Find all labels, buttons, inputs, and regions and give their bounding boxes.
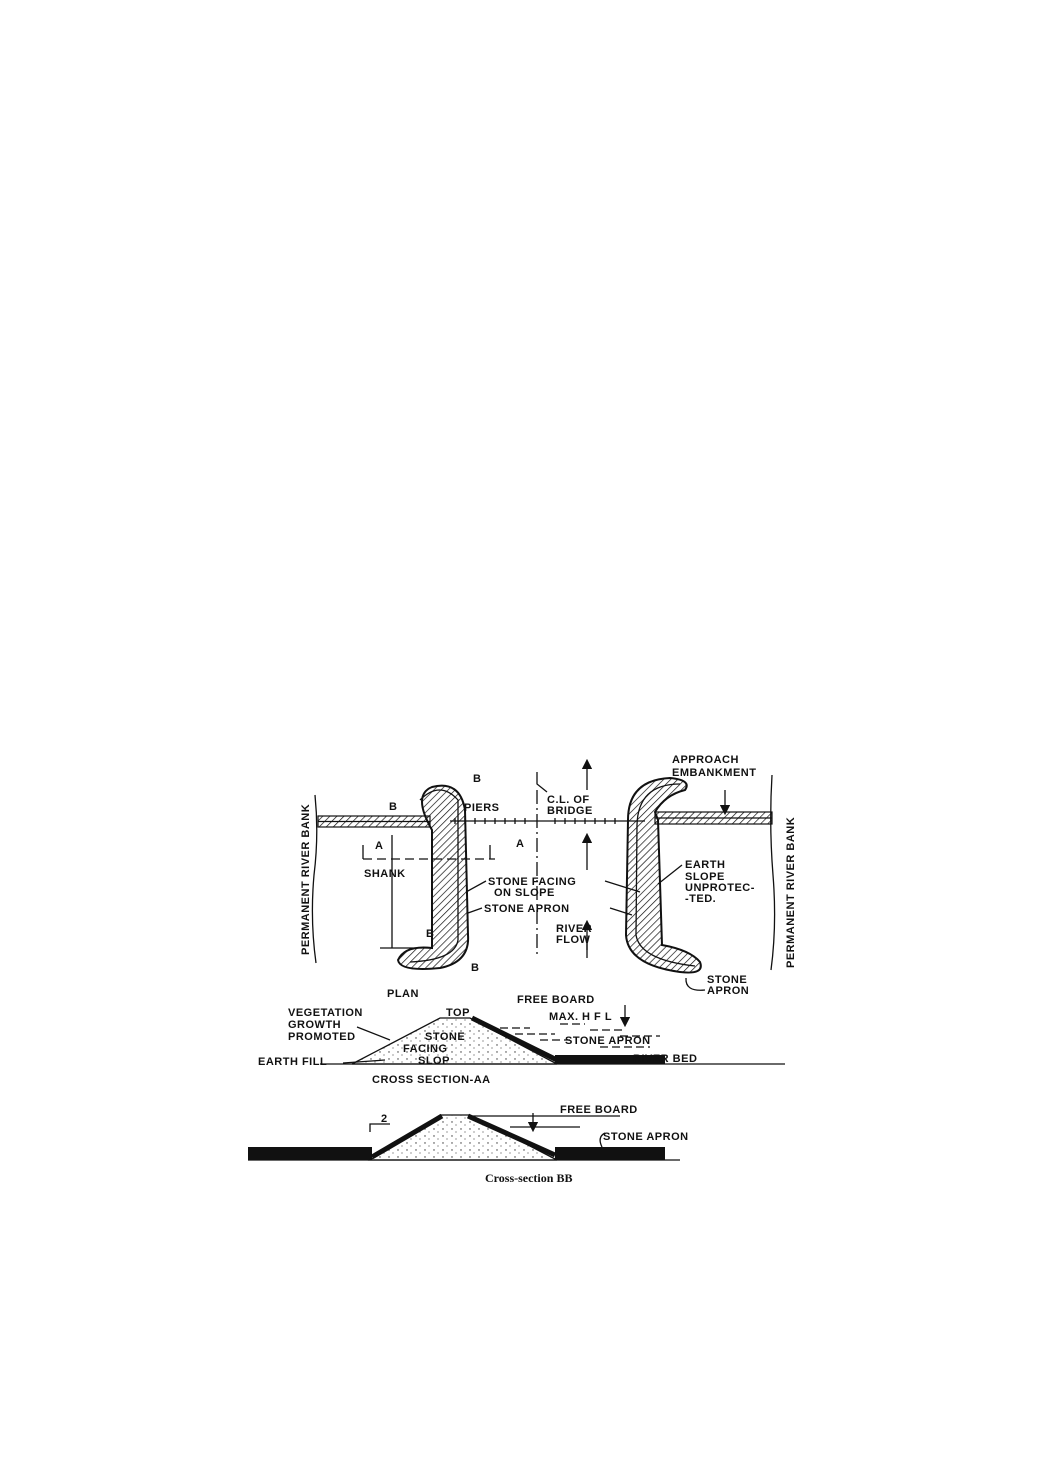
river-flow-label-1: RIVER xyxy=(556,923,592,935)
cl-label-1: C.L. OF xyxy=(547,794,590,806)
stone-apron-label: STONE APRON xyxy=(484,903,570,915)
approach-label-2: EMBANKMENT xyxy=(672,767,756,779)
section-a-mark: A xyxy=(375,840,383,852)
earth-slope-label-1: EARTH xyxy=(685,859,725,871)
vegetation-label-2: GROWTH xyxy=(288,1019,341,1031)
right-guide-bund xyxy=(624,776,702,974)
river-flow-label-2: FLOW xyxy=(556,934,590,946)
earth-fill xyxy=(351,1017,558,1065)
stone-apron-left xyxy=(248,1147,372,1160)
cross-section-bb: 2 FREE BOARD STONE APRON Cross-section B… xyxy=(248,1104,689,1185)
earth-slope-label-4: -TED. xyxy=(685,893,716,905)
section-aa-title: CROSS SECTION-AA xyxy=(372,1074,491,1086)
plan-title: PLAN xyxy=(387,988,419,1000)
cross-section-aa: FREE BOARD TOP VEGETATION GROWTH PROMOTE… xyxy=(258,994,785,1086)
stone-apron-right-label-1: STONE xyxy=(707,974,747,986)
stone-facing-left xyxy=(370,1113,444,1160)
stone-facing-right xyxy=(466,1113,557,1158)
piers-label: PIERS xyxy=(464,802,500,814)
section-bb-caption: Cross-section BB xyxy=(485,1171,572,1185)
section-b-mark: B xyxy=(471,962,479,974)
stone-apron-label: STONE APRON xyxy=(565,1035,651,1047)
piers xyxy=(450,818,645,824)
earth-fill-label: EARTH FILL xyxy=(258,1056,327,1068)
stone-facing-label-1: STONE xyxy=(425,1031,465,1043)
bund-body xyxy=(367,1114,558,1161)
stone-apron-right xyxy=(555,1147,665,1160)
stone-facing-label-2: FACING xyxy=(403,1043,448,1055)
stone-apron-right-label-2: APRON xyxy=(707,985,749,997)
vegetation-label-1: VEGETATION xyxy=(288,1007,363,1019)
stone-facing xyxy=(470,1015,559,1063)
free-board-label: FREE BOARD xyxy=(517,994,595,1006)
right-river-bank xyxy=(770,774,776,971)
slope-ratio-label: 2 xyxy=(381,1113,388,1125)
section-b-mark: B xyxy=(473,773,481,785)
approach-label-1: APPROACH xyxy=(672,754,739,766)
left-river-bank xyxy=(311,794,318,964)
left-guide-bund xyxy=(396,784,470,970)
vegetation-label-3: PROMOTED xyxy=(288,1031,356,1043)
section-a-mark: A xyxy=(516,838,524,850)
top-label: TOP xyxy=(446,1007,470,1019)
free-board-label: FREE BOARD xyxy=(560,1104,638,1116)
earth-slope-label-3: UNPROTEC- xyxy=(685,882,755,894)
earth-slope-label-2: SLOPE xyxy=(685,871,725,883)
left-bank-label: PERMANENT RIVER BANK xyxy=(300,804,312,955)
stone-facing-label-2: ON SLOPE xyxy=(494,887,555,899)
shank-label: SHANK xyxy=(364,868,406,880)
section-b-mark: B xyxy=(426,928,434,940)
stone-apron xyxy=(555,1055,665,1064)
section-b-mark: B xyxy=(389,801,397,813)
plan-view: PERMANENT RIVER BANK PERMANENT RIVER BAN… xyxy=(300,754,797,1000)
cl-label-2: BRIDGE xyxy=(547,805,593,817)
stone-apron-label: STONE APRON xyxy=(603,1131,689,1143)
river-bed-label: RIVER BED xyxy=(633,1053,697,1065)
max-hfl-label: MAX. H F L xyxy=(549,1011,612,1023)
stone-facing-label-3: SLOP xyxy=(418,1055,450,1067)
right-bank-label: PERMANENT RIVER BANK xyxy=(785,817,797,968)
stone-facing-label-1: STONE FACING xyxy=(488,876,576,888)
